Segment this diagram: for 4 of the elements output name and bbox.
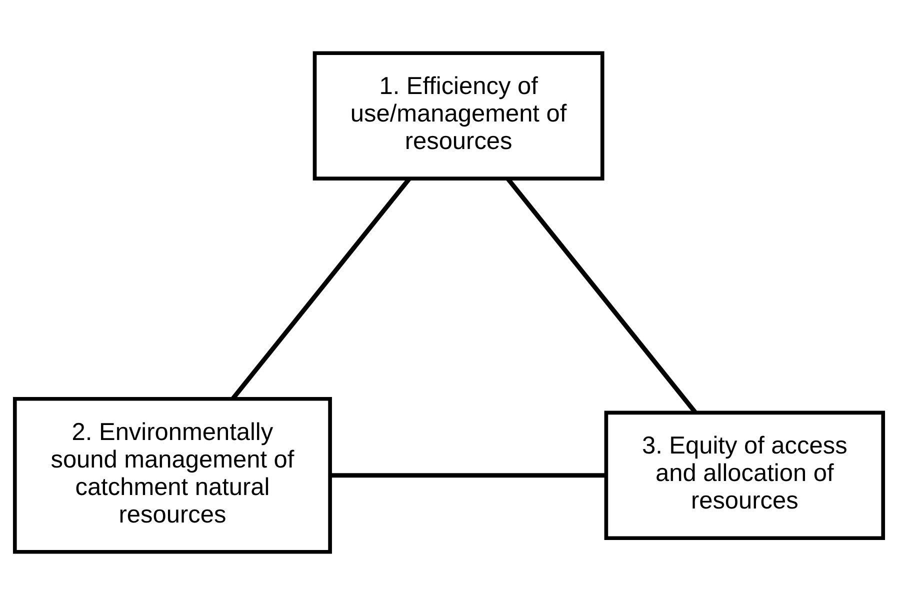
node-box: 2. Environmentally sound management of catchment natural resources bbox=[12, 396, 332, 554]
node-box: 3. Equity of access and allocation of resources bbox=[604, 410, 886, 540]
connector bbox=[330, 472, 606, 478]
node-box: 1. Efficiency of use/management of resources bbox=[312, 50, 604, 180]
